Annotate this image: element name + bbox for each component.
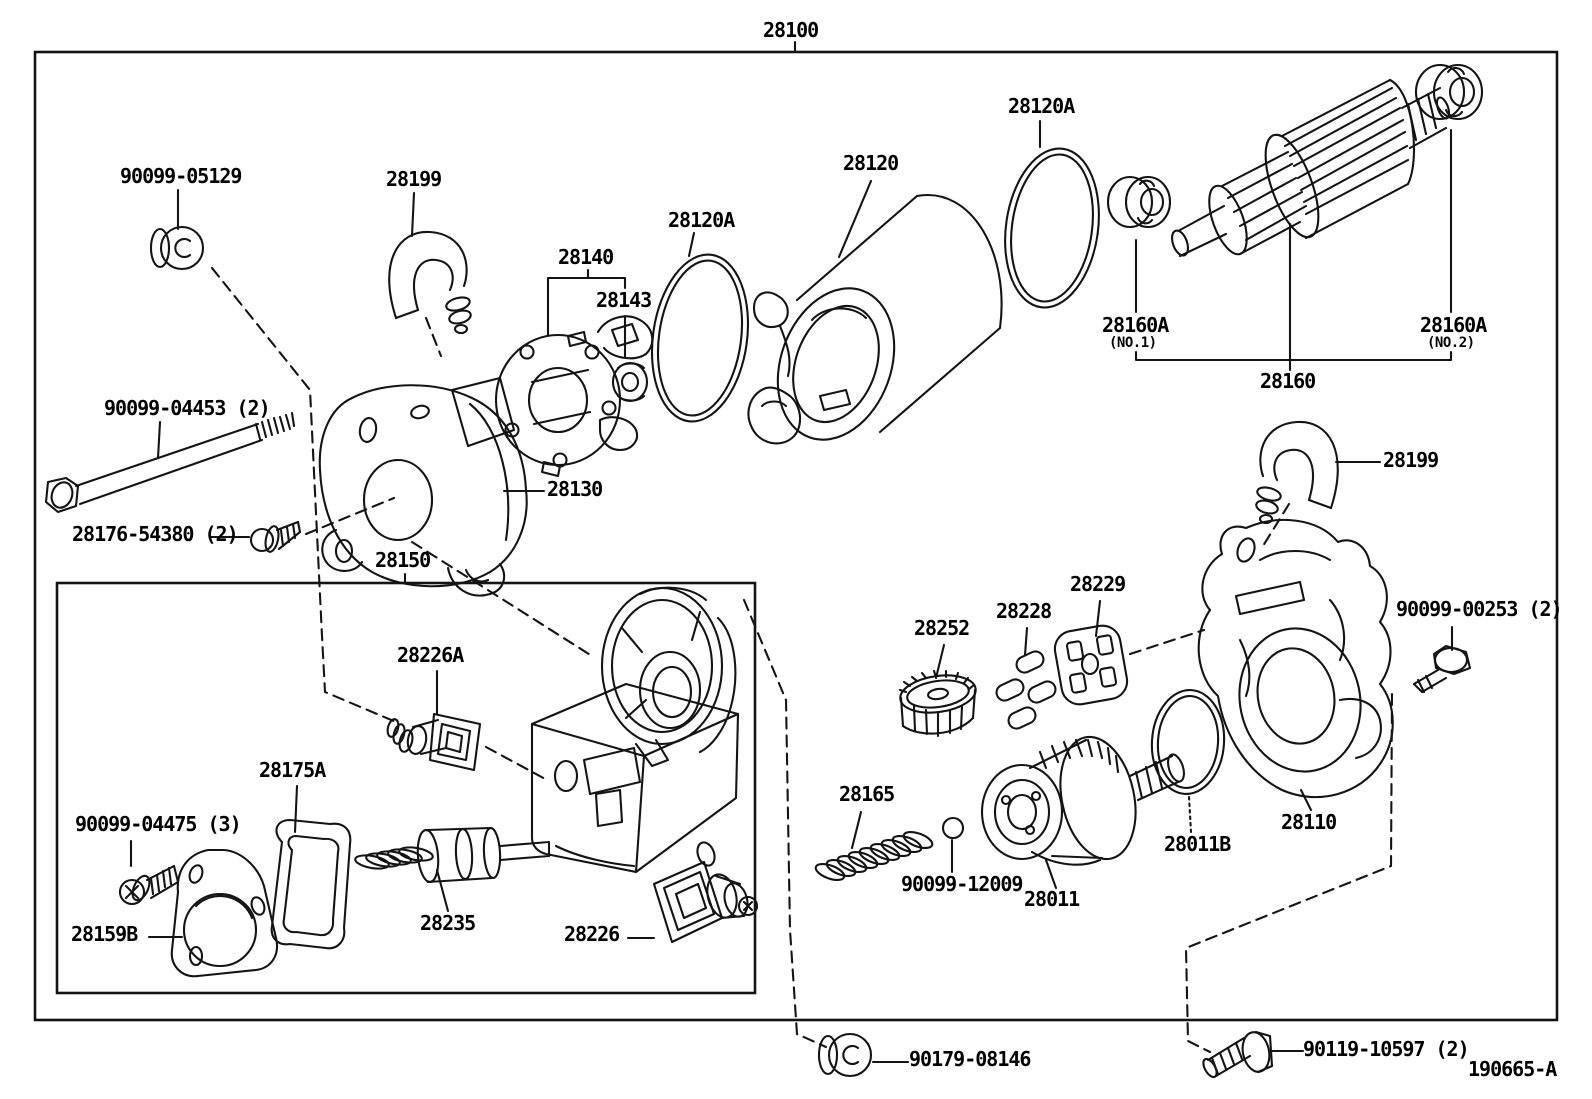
gear-28252 [898, 669, 977, 738]
hook-28199-left [388, 230, 472, 335]
ball-90099-12009 [941, 816, 965, 840]
gasket-28175A [270, 818, 352, 950]
nut-90179-08146 [817, 1032, 873, 1078]
plunger-28235 [354, 826, 551, 884]
screw-90099-04475 [118, 864, 180, 906]
bearing-28160A-no2 [1414, 63, 1484, 121]
yoke-28120 [747, 193, 1003, 445]
o-ring-28120A-front [650, 253, 750, 423]
screw-28176-54380 [249, 520, 302, 553]
drive-housing-28110 [1197, 518, 1394, 799]
o-ring-28120A-rear [1004, 147, 1100, 309]
bolt-90099-00253 [1412, 644, 1472, 694]
hook-28199-right [1255, 420, 1339, 525]
switch-28226 [652, 841, 759, 944]
switch-housing-28150 [530, 586, 740, 874]
sub-assembly-box [55, 581, 757, 995]
o-ring-28011B [1150, 689, 1226, 795]
clutch-28011 [980, 735, 1185, 866]
switch-28226A [386, 712, 482, 772]
end-frame-28130 [318, 376, 528, 597]
dotted-leader [1187, 795, 1193, 834]
armature-28160 [1171, 78, 1451, 258]
brush-holder-28140 [494, 315, 654, 478]
rollers-28228 [995, 650, 1057, 730]
through-bolt-90099-04453 [44, 411, 296, 514]
leader-lines [129, 40, 1454, 1064]
part-drawings [44, 63, 1484, 1079]
end-cover-28159B [170, 848, 278, 978]
bearing-28160A-no1 [1106, 175, 1172, 229]
assembly-axis-lines [210, 266, 1394, 1054]
retainer-28229 [1053, 624, 1129, 706]
nut-90099-05129 [149, 225, 205, 271]
bearing-28143 [611, 361, 649, 403]
spring-28165 [814, 830, 934, 882]
bolt-90119-10597 [1202, 1030, 1274, 1079]
outer-boundary-box [33, 50, 1559, 1022]
